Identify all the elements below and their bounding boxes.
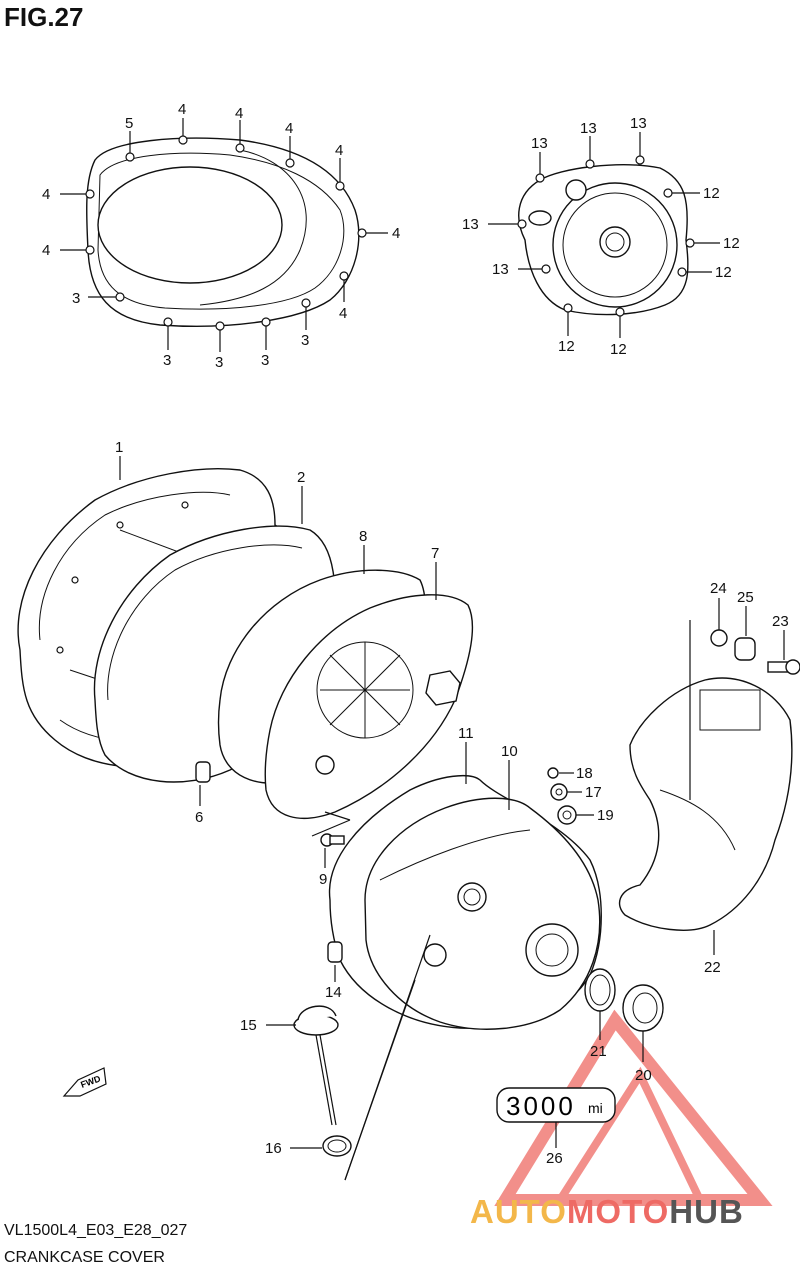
callout-6: 6 [195, 809, 203, 826]
callout-5: 5 [125, 115, 133, 132]
callout-24: 24 [710, 580, 727, 597]
label-plate-unit: mi [588, 1100, 603, 1116]
callout-12: 12 [703, 185, 720, 202]
diagram-code: VL1500L4_E03_E28_027 [4, 1222, 188, 1239]
callout-12: 12 [723, 235, 740, 252]
bottom-leader-lines [266, 934, 644, 1181]
callout-4: 4 [285, 120, 293, 137]
dowel-pin-14 [327, 941, 343, 963]
callout-1: 1 [115, 439, 123, 456]
callout-4: 4 [339, 305, 347, 322]
callout-12: 12 [610, 341, 627, 358]
outer-cover-gasket [86, 137, 360, 327]
o-ring-21 [584, 968, 616, 1012]
callout-8: 8 [359, 528, 367, 545]
o-ring-16 [322, 1135, 352, 1157]
callout-13: 13 [580, 120, 597, 137]
callout-3: 3 [261, 352, 269, 369]
fwd-arrow-icon: FWD [62, 1067, 107, 1097]
callout-15: 15 [240, 1017, 257, 1034]
figure-title: FIG.27 [4, 2, 84, 32]
callout-22: 22 [704, 959, 721, 976]
right-leader-lines [689, 598, 785, 955]
dowel-pin-6 [195, 761, 211, 783]
callout-4: 4 [42, 186, 50, 203]
callout-12: 12 [558, 338, 575, 355]
mid-leader-lines [119, 456, 437, 868]
callout-16: 16 [265, 1140, 282, 1157]
callout-26: 26 [546, 1150, 563, 1167]
label-plate-26: 3000 mi [496, 1087, 616, 1123]
small-parts-17-18-19 [547, 767, 577, 825]
watermark-part-3: HUB [669, 1193, 744, 1230]
oil-filler-cap-15 [293, 1005, 339, 1126]
callout-13: 13 [630, 115, 647, 132]
callout-4: 4 [42, 242, 50, 259]
callout-14: 14 [325, 984, 342, 1001]
plug-20 [622, 984, 664, 1032]
callout-7: 7 [431, 545, 439, 562]
callout-23: 23 [772, 613, 789, 630]
lower-mid-leader-lines [334, 742, 594, 982]
generator-cover-leader-lines [488, 132, 720, 338]
diagram-name: CRANKCASE COVER [4, 1249, 165, 1266]
crankcase-cover-part-10 [364, 797, 601, 1030]
callout-19: 19 [597, 807, 614, 824]
callout-3: 3 [215, 354, 223, 371]
bolt-9 [320, 833, 345, 847]
callout-12: 12 [715, 264, 732, 281]
watermark-part-1: AUTO [470, 1193, 567, 1230]
watermark-brand: AUTOMOTOHUB [470, 1193, 744, 1231]
generator-cover-gasket [518, 164, 689, 316]
callout-17: 17 [585, 784, 602, 801]
outer-cover-leader-lines [60, 118, 388, 352]
callout-20: 20 [635, 1067, 652, 1084]
side-cover-part-22 [618, 677, 793, 931]
callout-4: 4 [392, 225, 400, 242]
inner-cover-part-7 [264, 594, 474, 819]
callout-13: 13 [462, 216, 479, 233]
callout-2: 2 [297, 469, 305, 486]
callout-3: 3 [72, 290, 80, 307]
callout-11: 11 [458, 725, 474, 742]
callout-4: 4 [178, 101, 186, 118]
watermark-part-2: MOTO [566, 1193, 670, 1230]
callout-13: 13 [531, 135, 548, 152]
callout-18: 18 [576, 765, 593, 782]
callout-13: 13 [492, 261, 509, 278]
callout-25: 25 [737, 589, 754, 606]
callout-labels: 4 4 4 4 4 4 4 4 5 3 3 3 3 3 13 13 13 13 … [42, 101, 789, 1167]
callout-3: 3 [163, 352, 171, 369]
callout-10: 10 [501, 743, 518, 760]
callout-4: 4 [235, 105, 243, 122]
fasteners-23-24-25 [710, 629, 800, 675]
label-plate-value: 3000 [506, 1091, 576, 1121]
callout-4: 4 [335, 142, 343, 159]
callout-9: 9 [319, 871, 327, 888]
callout-21: 21 [590, 1043, 607, 1060]
callout-3: 3 [301, 332, 309, 349]
